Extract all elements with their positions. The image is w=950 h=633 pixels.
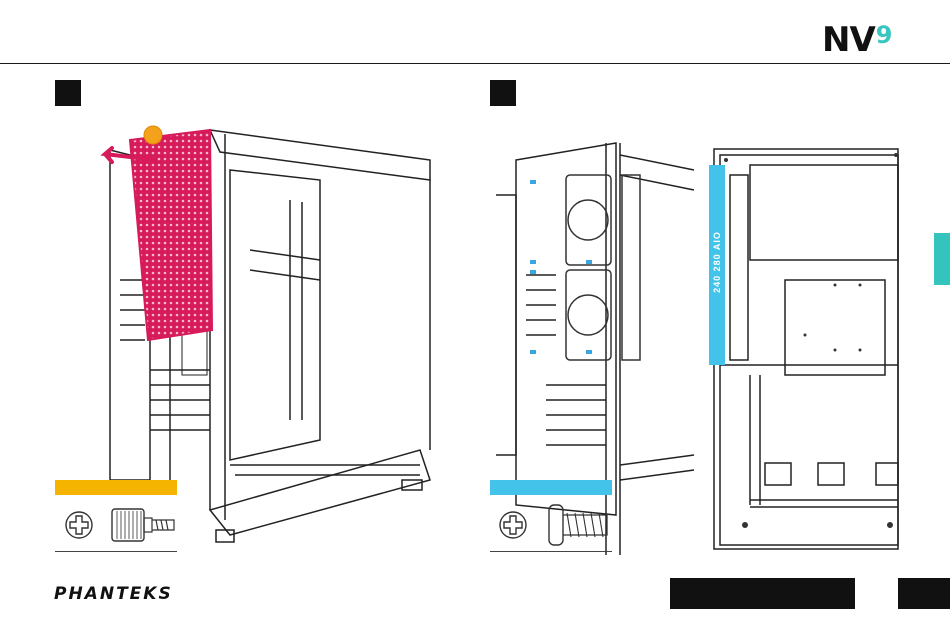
phillips-screwdriver-icon — [64, 510, 94, 540]
legend-underline-left — [55, 551, 177, 552]
fan-screw-icon — [545, 503, 611, 547]
logo-number: 9 — [876, 21, 892, 49]
phanteks-brand: PHANTEKS — [54, 584, 173, 604]
header-divider — [0, 63, 950, 64]
legend-underline-right — [490, 551, 612, 552]
top-dust-filter — [130, 130, 212, 340]
nv9-logo: NV9 — [822, 20, 891, 60]
step-1-badge — [55, 80, 81, 106]
screw-legend-blue — [490, 480, 612, 495]
section-tab — [934, 233, 950, 285]
grab-point-icon — [144, 126, 162, 144]
radiator-support-label: 240 280 AIO — [709, 165, 725, 365]
step-2-badge — [490, 80, 516, 106]
logo-text: NV — [822, 20, 875, 60]
screw-legend-yellow — [55, 480, 177, 495]
side-view-illustration — [700, 145, 900, 555]
thumbscrew-icon — [110, 505, 176, 545]
radiator-label-text: 240 280 AIO — [712, 162, 722, 362]
footer-title-box — [670, 578, 855, 609]
footer-page-box — [898, 578, 950, 609]
phillips-screwdriver-icon — [498, 510, 528, 540]
